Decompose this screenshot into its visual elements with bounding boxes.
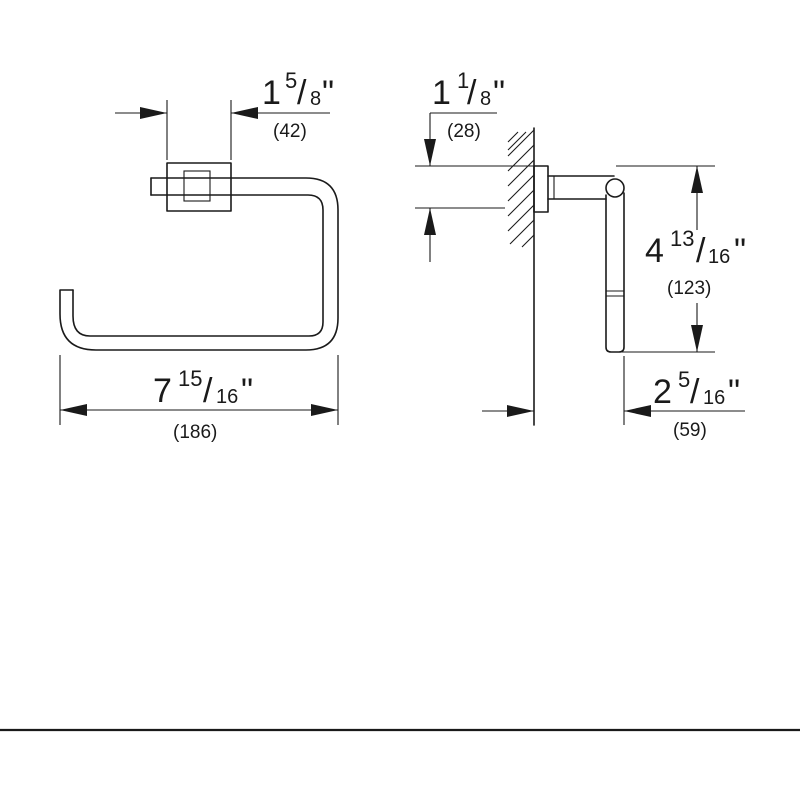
dim-slash: / (690, 373, 700, 411)
dim-denominator: 16 (708, 246, 730, 268)
dim-whole: 7 (153, 372, 172, 410)
dim-whole: 4 (645, 232, 664, 270)
dim-whole: 1 (432, 74, 451, 112)
dim-metric: (186) (173, 422, 217, 443)
arrow-right-icon (507, 405, 534, 417)
dim-denominator: 8 (310, 88, 321, 110)
dim-ring-height: 4 13 / 16 " (123) (616, 165, 746, 353)
dim-whole: 1 (262, 74, 281, 112)
wall-plate (166, 162, 232, 212)
front-view (59, 162, 339, 351)
dim-inch-mark: " (493, 74, 505, 112)
dim-inch-mark: " (734, 232, 746, 270)
wall-plate-inner (183, 170, 211, 202)
arrow-left-icon (231, 107, 258, 119)
dim-inch-mark: " (241, 372, 253, 410)
dim-slash: / (297, 74, 307, 112)
arrow-right-icon (140, 107, 167, 119)
dim-numerator: 1 (457, 68, 469, 93)
ring-joint (605, 178, 625, 198)
ring-side-profile (605, 192, 625, 353)
dim-numerator: 5 (285, 68, 297, 93)
dim-metric: (28) (447, 121, 481, 142)
dim-metric: (42) (273, 121, 307, 142)
dim-metric: (59) (673, 420, 707, 441)
arrow-down-icon (691, 325, 703, 352)
dim-slash: / (203, 372, 213, 410)
dim-denominator: 8 (480, 88, 491, 110)
dim-denominator: 16 (703, 387, 725, 409)
dim-slash: / (467, 74, 477, 112)
dim-slash: / (696, 232, 706, 270)
dim-numerator: 5 (678, 367, 690, 392)
towel-ring-outer (59, 177, 339, 351)
towel-ring-inner (72, 194, 324, 337)
arrow-left-icon (60, 404, 87, 416)
arrow-up-icon (691, 166, 703, 193)
dim-projection: 2 5 / 16 " (59) (482, 356, 745, 441)
dim-inch-mark: " (322, 74, 334, 112)
dim-inch-mark: " (728, 373, 740, 411)
dim-mount-width: 1 5 / 8 " (42) (115, 68, 334, 160)
side-view (507, 127, 625, 426)
dim-metric: (123) (667, 278, 711, 299)
dim-numerator: 15 (178, 366, 202, 391)
mount-plate-side (533, 165, 549, 213)
dim-total-width: 7 15 / 16 " (186) (59, 355, 339, 443)
arrow-right-icon (311, 404, 338, 416)
dim-denominator: 16 (216, 386, 238, 408)
dim-whole: 2 (653, 373, 672, 411)
dim-mount-offset: 1 1 / 8 " (28) (415, 68, 534, 262)
arrow-up-icon (424, 208, 436, 235)
dim-numerator: 13 (670, 226, 694, 251)
arrow-down-icon (424, 139, 436, 166)
wall-hatching (507, 129, 535, 248)
arrow-left-icon (624, 405, 651, 417)
